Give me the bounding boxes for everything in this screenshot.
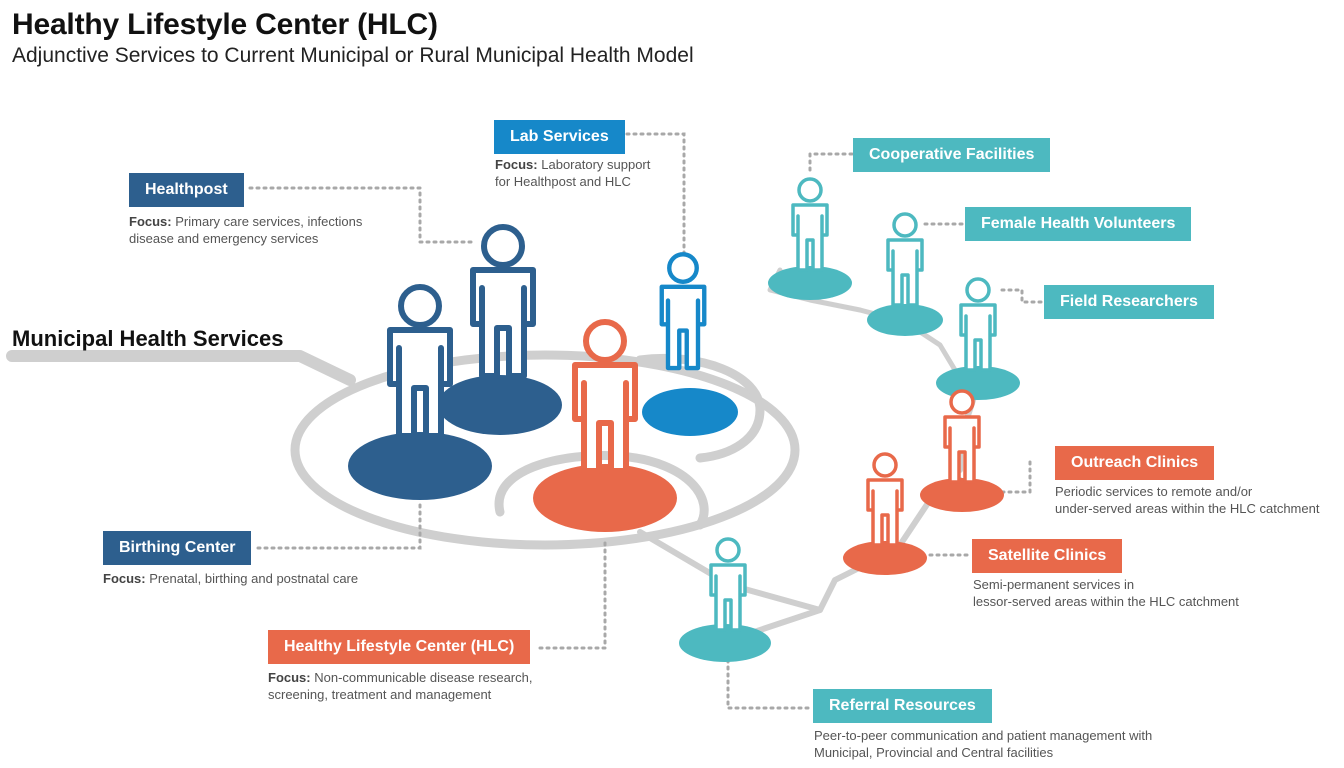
desc-referral-resources: Peer-to-peer communication and patient m… [814, 727, 1152, 761]
base-coop [768, 266, 852, 300]
desc-hlc: Focus: Non-communicable disease research… [268, 669, 532, 703]
base-lab [642, 388, 738, 436]
person-icon-referral [709, 537, 747, 632]
desc-line: Semi-permanent services in [973, 577, 1135, 592]
desc-satellite-clinics: Semi-permanent services in lessor-served… [973, 576, 1239, 610]
label-hlc: Healthy Lifestyle Center (HLC) [268, 630, 531, 664]
desc-lab-services: Focus: Laboratory support for Healthpost… [495, 156, 650, 190]
person-icon-lab [662, 254, 705, 368]
desc-outreach-clinics: Periodic services to remote and/or under… [1055, 483, 1319, 517]
municipal-road [6, 350, 356, 386]
desc-line: Primary care services, infections [175, 214, 363, 229]
desc-line: lessor-served areas within the HLC catch… [973, 594, 1239, 609]
label-satellite-clinics: Satellite Clinics [972, 539, 1123, 573]
desc-line: for Healthpost and HLC [495, 174, 631, 189]
label-healthpost: Healthpost [129, 173, 244, 207]
desc-line: Municipal, Provincial and Central facili… [814, 745, 1054, 760]
link-referral-satellite [727, 557, 878, 643]
leader-outreach [983, 460, 1032, 494]
leader-lines [248, 132, 1044, 710]
base-referral [679, 624, 771, 662]
label-female-health-volunteers: Female Health Volunteers [965, 207, 1192, 241]
base-satellite [843, 541, 927, 575]
page-title: Healthy Lifestyle Center (HLC) [12, 8, 438, 41]
desc-line: disease and emergency services [129, 231, 319, 246]
focus-label: Focus: [495, 157, 538, 172]
desc-line: Prenatal, birthing and postnatal care [149, 571, 359, 586]
label-lab-services: Lab Services [494, 120, 625, 154]
leader-lab [618, 132, 686, 264]
label-field-researchers: Field Researchers [1044, 285, 1214, 319]
base-outreach [920, 478, 1004, 512]
leader-referral [726, 658, 814, 710]
section-heading-municipal: Municipal Health Services [12, 326, 284, 351]
label-referral-resources: Referral Resources [813, 689, 992, 723]
desc-line: Non-communicable disease research, [314, 670, 533, 685]
desc-line: Periodic services to remote and/or [1055, 484, 1253, 499]
base-fhv [867, 304, 943, 336]
label-outreach-clinics: Outreach Clinics [1055, 446, 1215, 480]
person-icon-fhv [886, 212, 924, 307]
leader-birthing [256, 498, 422, 550]
leader-field [1000, 288, 1044, 304]
leader-hlc [538, 538, 607, 650]
person-icon-satellite [866, 452, 904, 547]
person-icon-healthpost-front [390, 287, 450, 436]
label-birthing-center: Birthing Center [103, 531, 252, 565]
person-icon-hlc [575, 322, 635, 471]
focus-label: Focus: [103, 571, 146, 586]
desc-line: screening, treatment and management [268, 687, 492, 702]
page-subtitle: Adjunctive Services to Current Municipal… [12, 44, 694, 67]
desc-birthing-center: Focus: Prenatal, birthing and postnatal … [103, 570, 358, 587]
desc-healthpost: Focus: Primary care services, infections… [129, 213, 362, 247]
leader-coop [808, 152, 854, 177]
desc-line: Laboratory support [541, 157, 651, 172]
base-healthpost-back [438, 375, 562, 435]
focus-label: Focus: [129, 214, 172, 229]
focus-label: Focus: [268, 670, 311, 685]
base-healthpost-front [348, 432, 492, 500]
base-field [936, 366, 1020, 400]
person-icon-coop [791, 177, 829, 272]
leader-healthpost [248, 186, 477, 244]
main-ring [290, 350, 800, 550]
base-hlc [533, 464, 677, 532]
person-icon-field [959, 277, 997, 372]
desc-line: Peer-to-peer communication and patient m… [814, 728, 1153, 743]
desc-line: under-served areas within the HLC catchm… [1055, 501, 1320, 516]
label-cooperative-facilities: Cooperative Facilities [853, 138, 1051, 172]
